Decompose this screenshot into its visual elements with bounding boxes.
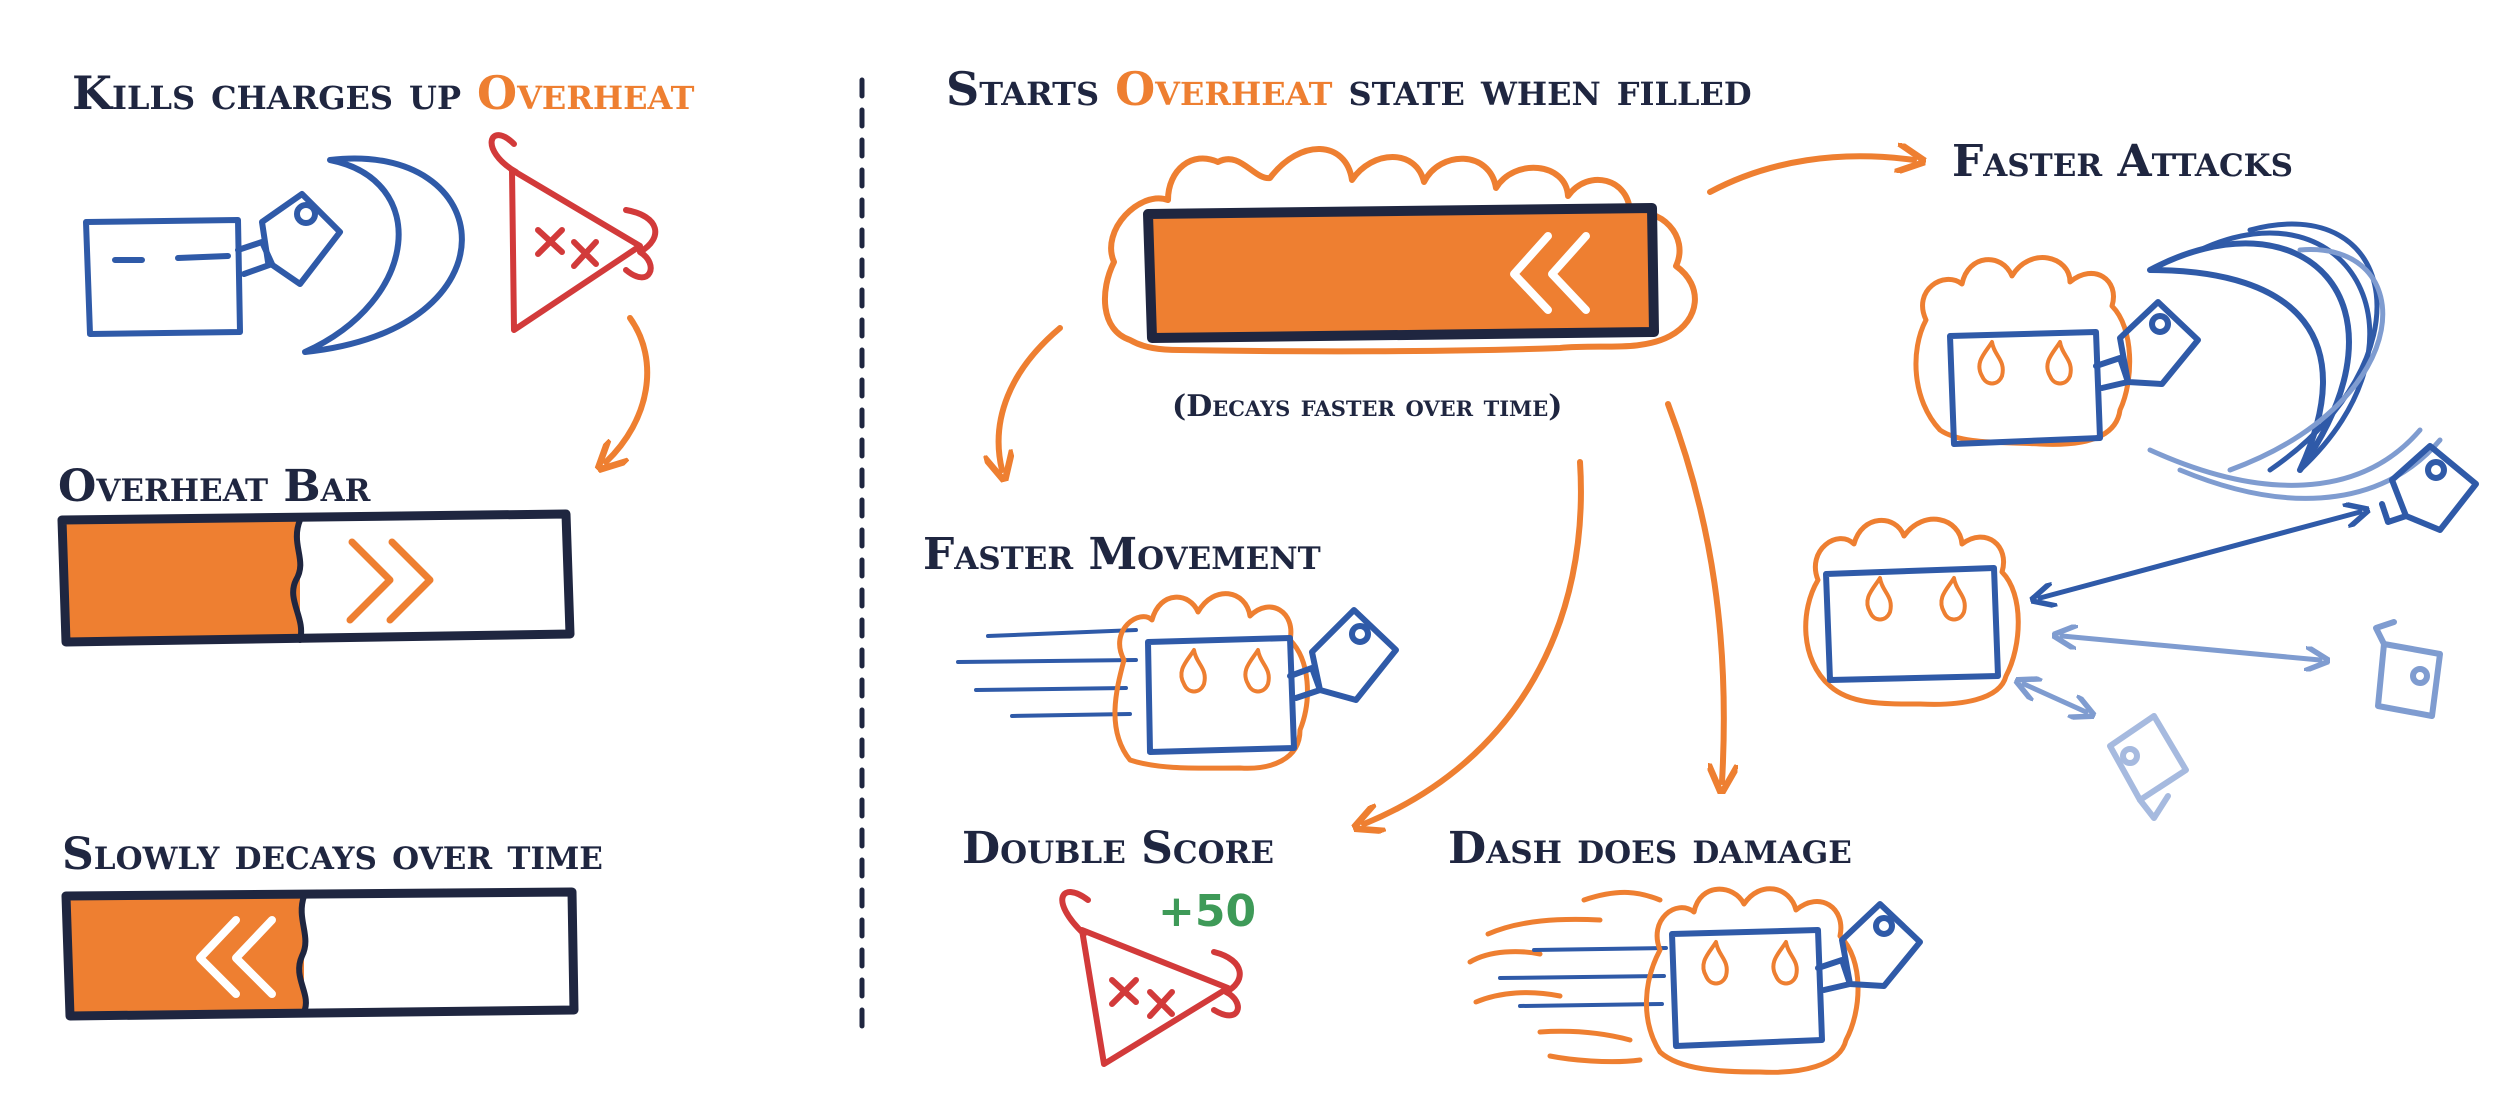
flame-trail (1467, 889, 1663, 1065)
heading-starts-suffix: state when filled (1332, 62, 1752, 116)
flame-aura-attacks (1913, 255, 2133, 447)
arrow-to-double-score (1364, 459, 1584, 824)
double-chevron-left-icon (196, 916, 276, 998)
devil-triangle-enemy-icon-score (1059, 889, 1243, 1067)
flame-outline-bar (1102, 146, 1698, 355)
heading-starts-prefix: Starts (946, 62, 1116, 116)
arrow-to-faster-attacks (1707, 156, 1914, 195)
speed-lines (956, 628, 1138, 718)
flame-aura-center-mug (1803, 516, 2021, 707)
arrow-to-faster-movement (999, 325, 1063, 470)
mug-hero-icon-center (1823, 565, 2001, 683)
slash-arc-icon (302, 155, 465, 355)
flame-aura-movement (1112, 591, 1310, 771)
arrow-to-dash-damage (1665, 401, 1724, 782)
heading-starts-highlight: Overheat (1115, 62, 1333, 116)
overheat-bar-full (1143, 203, 1659, 343)
arrow-pushback-low (2024, 684, 2086, 712)
score-popup: +50 (1158, 886, 1257, 937)
mug-hero-icon-movement (1145, 607, 1399, 755)
heading-kills-prefix: Kills charges up (72, 66, 478, 120)
heading-kills-charges: Kills charges up Overheat (72, 70, 694, 116)
mug-hero-icon (83, 191, 343, 337)
overheat-bar-charging (57, 509, 575, 647)
flame-icon-center (1865, 576, 1967, 622)
heading-dash-damage: Dash does damage (1448, 823, 1852, 874)
flying-mug-icon-2 (2373, 619, 2443, 719)
slash-arc-icon-multi (2147, 221, 2443, 501)
flame-aura-dash (1643, 886, 1861, 1075)
heading-double-score: Double Score (962, 823, 1274, 874)
mug-hero-icon-attacks (1947, 299, 2201, 447)
flame-icon-attacks (1977, 340, 2073, 386)
heading-kills-highlight: Overheat (477, 66, 695, 120)
flying-mug-icon (2379, 443, 2479, 533)
flame-icon (1179, 648, 1271, 694)
heading-overheat-bar: Overheat Bar (58, 461, 371, 512)
arrow-kill-to-bar (606, 315, 651, 462)
devil-triangle-enemy-icon (488, 132, 659, 333)
double-chevron-left-icon-full (1510, 232, 1590, 314)
heading-starts-overheat: Starts Overheat state when filled (946, 66, 1752, 112)
mug-hero-icon-dash (1669, 901, 1923, 1049)
flame-icon-dash (1701, 940, 1799, 986)
heading-faster-attacks: Faster Attacks (1952, 136, 2293, 187)
speed-lines-dash (1498, 946, 1668, 1008)
double-chevron-right-icon (346, 538, 434, 624)
flying-mug-icon-3 (2107, 713, 2189, 821)
heading-slowly-decays: Slowly decays over time (62, 829, 603, 880)
heading-faster-movement: Faster Movement (923, 529, 1321, 580)
arrow-pushback-top (2040, 512, 2360, 598)
arrow-pushback-mid (2062, 636, 2320, 660)
caption-decays-faster: (Decays faster over time) (1172, 389, 1563, 424)
overheat-bar-decaying (61, 887, 579, 1021)
